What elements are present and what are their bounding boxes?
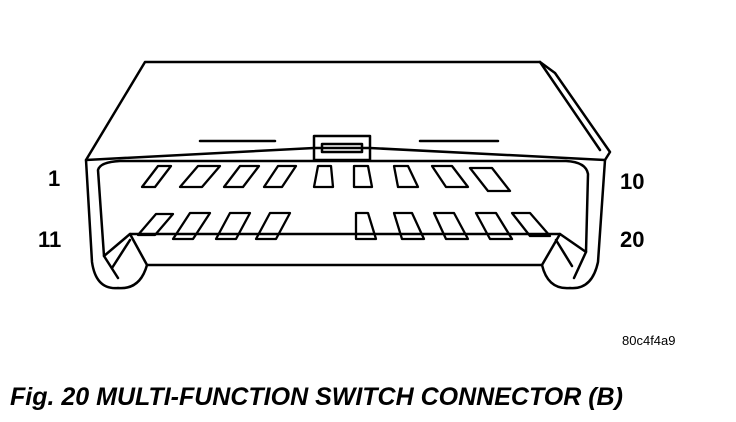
terminal-7 [392, 164, 420, 189]
terminal-17 [392, 211, 426, 241]
terminal-20 [510, 211, 552, 238]
terminal-6 [352, 164, 374, 189]
connector-cavity-floor [128, 232, 562, 267]
terminal-16 [354, 211, 378, 241]
terminal-2 [178, 164, 222, 189]
terminal-11 [136, 212, 175, 237]
terminal-8 [430, 164, 470, 189]
pin-label-11: 11 [38, 227, 62, 252]
terminal-14 [254, 211, 292, 241]
locking-tab [312, 134, 372, 162]
terminal-4 [262, 164, 298, 189]
left-latch-rail [102, 238, 132, 280]
terminal-1 [140, 164, 173, 189]
right-latch-rail [554, 238, 588, 280]
terminal-13 [214, 211, 252, 241]
figure-caption: Fig. 20 MULTI-FUNCTION SWITCH CONNECTOR … [10, 383, 623, 411]
terminal-19 [474, 211, 514, 241]
terminal-9 [468, 166, 512, 193]
terminal-18 [432, 211, 470, 241]
connector-cavity [96, 159, 590, 258]
terminal-3 [222, 164, 261, 189]
pin-label-10: 10 [620, 169, 645, 194]
terminal-5 [312, 164, 335, 189]
connector-side-edge [538, 60, 602, 152]
pin-label-1: 1 [48, 166, 61, 191]
terminal-12 [171, 211, 212, 241]
connector-top-edge [84, 146, 607, 162]
reference-code: 80c4f4a9 [622, 333, 676, 348]
pin-label-20: 20 [620, 227, 645, 252]
locking-tab-inner [320, 142, 364, 154]
